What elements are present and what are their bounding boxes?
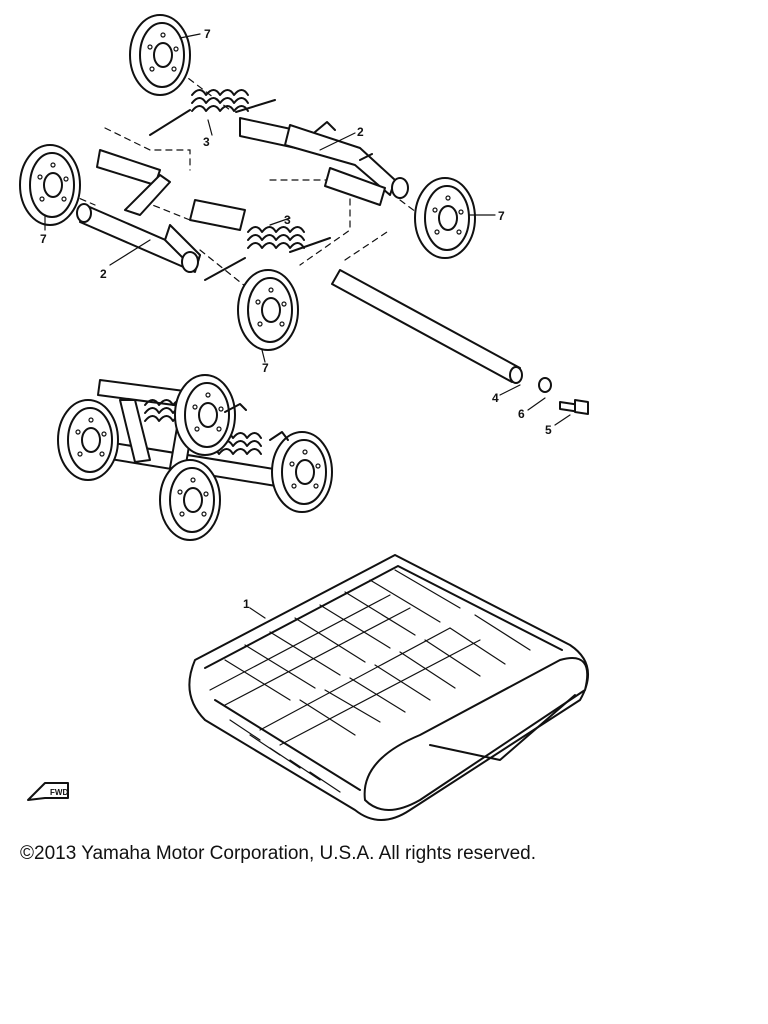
copyright-notice: ©2013 Yamaha Motor Corporation, U.S.A. A… [20, 843, 536, 864]
spring-upper [191, 89, 249, 112]
idler-wheel-left [19, 144, 81, 226]
idler-wheel-right [414, 177, 476, 259]
callout-3-lower: 3 [284, 213, 291, 227]
assembled-wheel-right [271, 431, 333, 513]
fwd-mark-label: FWD [50, 788, 68, 797]
assembled-wheel-left [57, 399, 119, 481]
assembled-suspension [57, 374, 333, 541]
assembled-wheel-front [159, 459, 221, 541]
callout-7-left: 7 [40, 232, 47, 246]
callout-2-upper: 2 [357, 125, 364, 139]
track-lugs [209, 569, 531, 793]
assembled-wheel-rear-top [174, 374, 236, 456]
callout-7-right: 7 [498, 209, 505, 223]
forward-direction-arrow-icon: FWD [27, 782, 69, 801]
callout-2-lower: 2 [100, 267, 107, 281]
track-belt [188, 554, 589, 821]
callout-leaders [44, 33, 571, 619]
callout-1: 1 [243, 597, 250, 611]
callout-4: 4 [492, 391, 499, 405]
spring-lower [247, 226, 305, 249]
idler-wheel-top [129, 14, 191, 96]
callout-3-upper: 3 [203, 135, 210, 149]
upper-suspension-exploded [19, 14, 589, 415]
callout-5: 5 [545, 423, 552, 437]
exploded-parts-diagram: 7 3 2 7 2 3 7 7 4 6 5 1 [19, 14, 589, 821]
callout-7-top: 7 [204, 27, 211, 41]
callout-labels: 7 3 2 7 2 3 7 7 4 6 5 1 [40, 27, 552, 611]
callout-7-bottom: 7 [262, 361, 269, 375]
callout-6: 6 [518, 407, 525, 421]
idler-wheel-bottom [237, 269, 299, 351]
